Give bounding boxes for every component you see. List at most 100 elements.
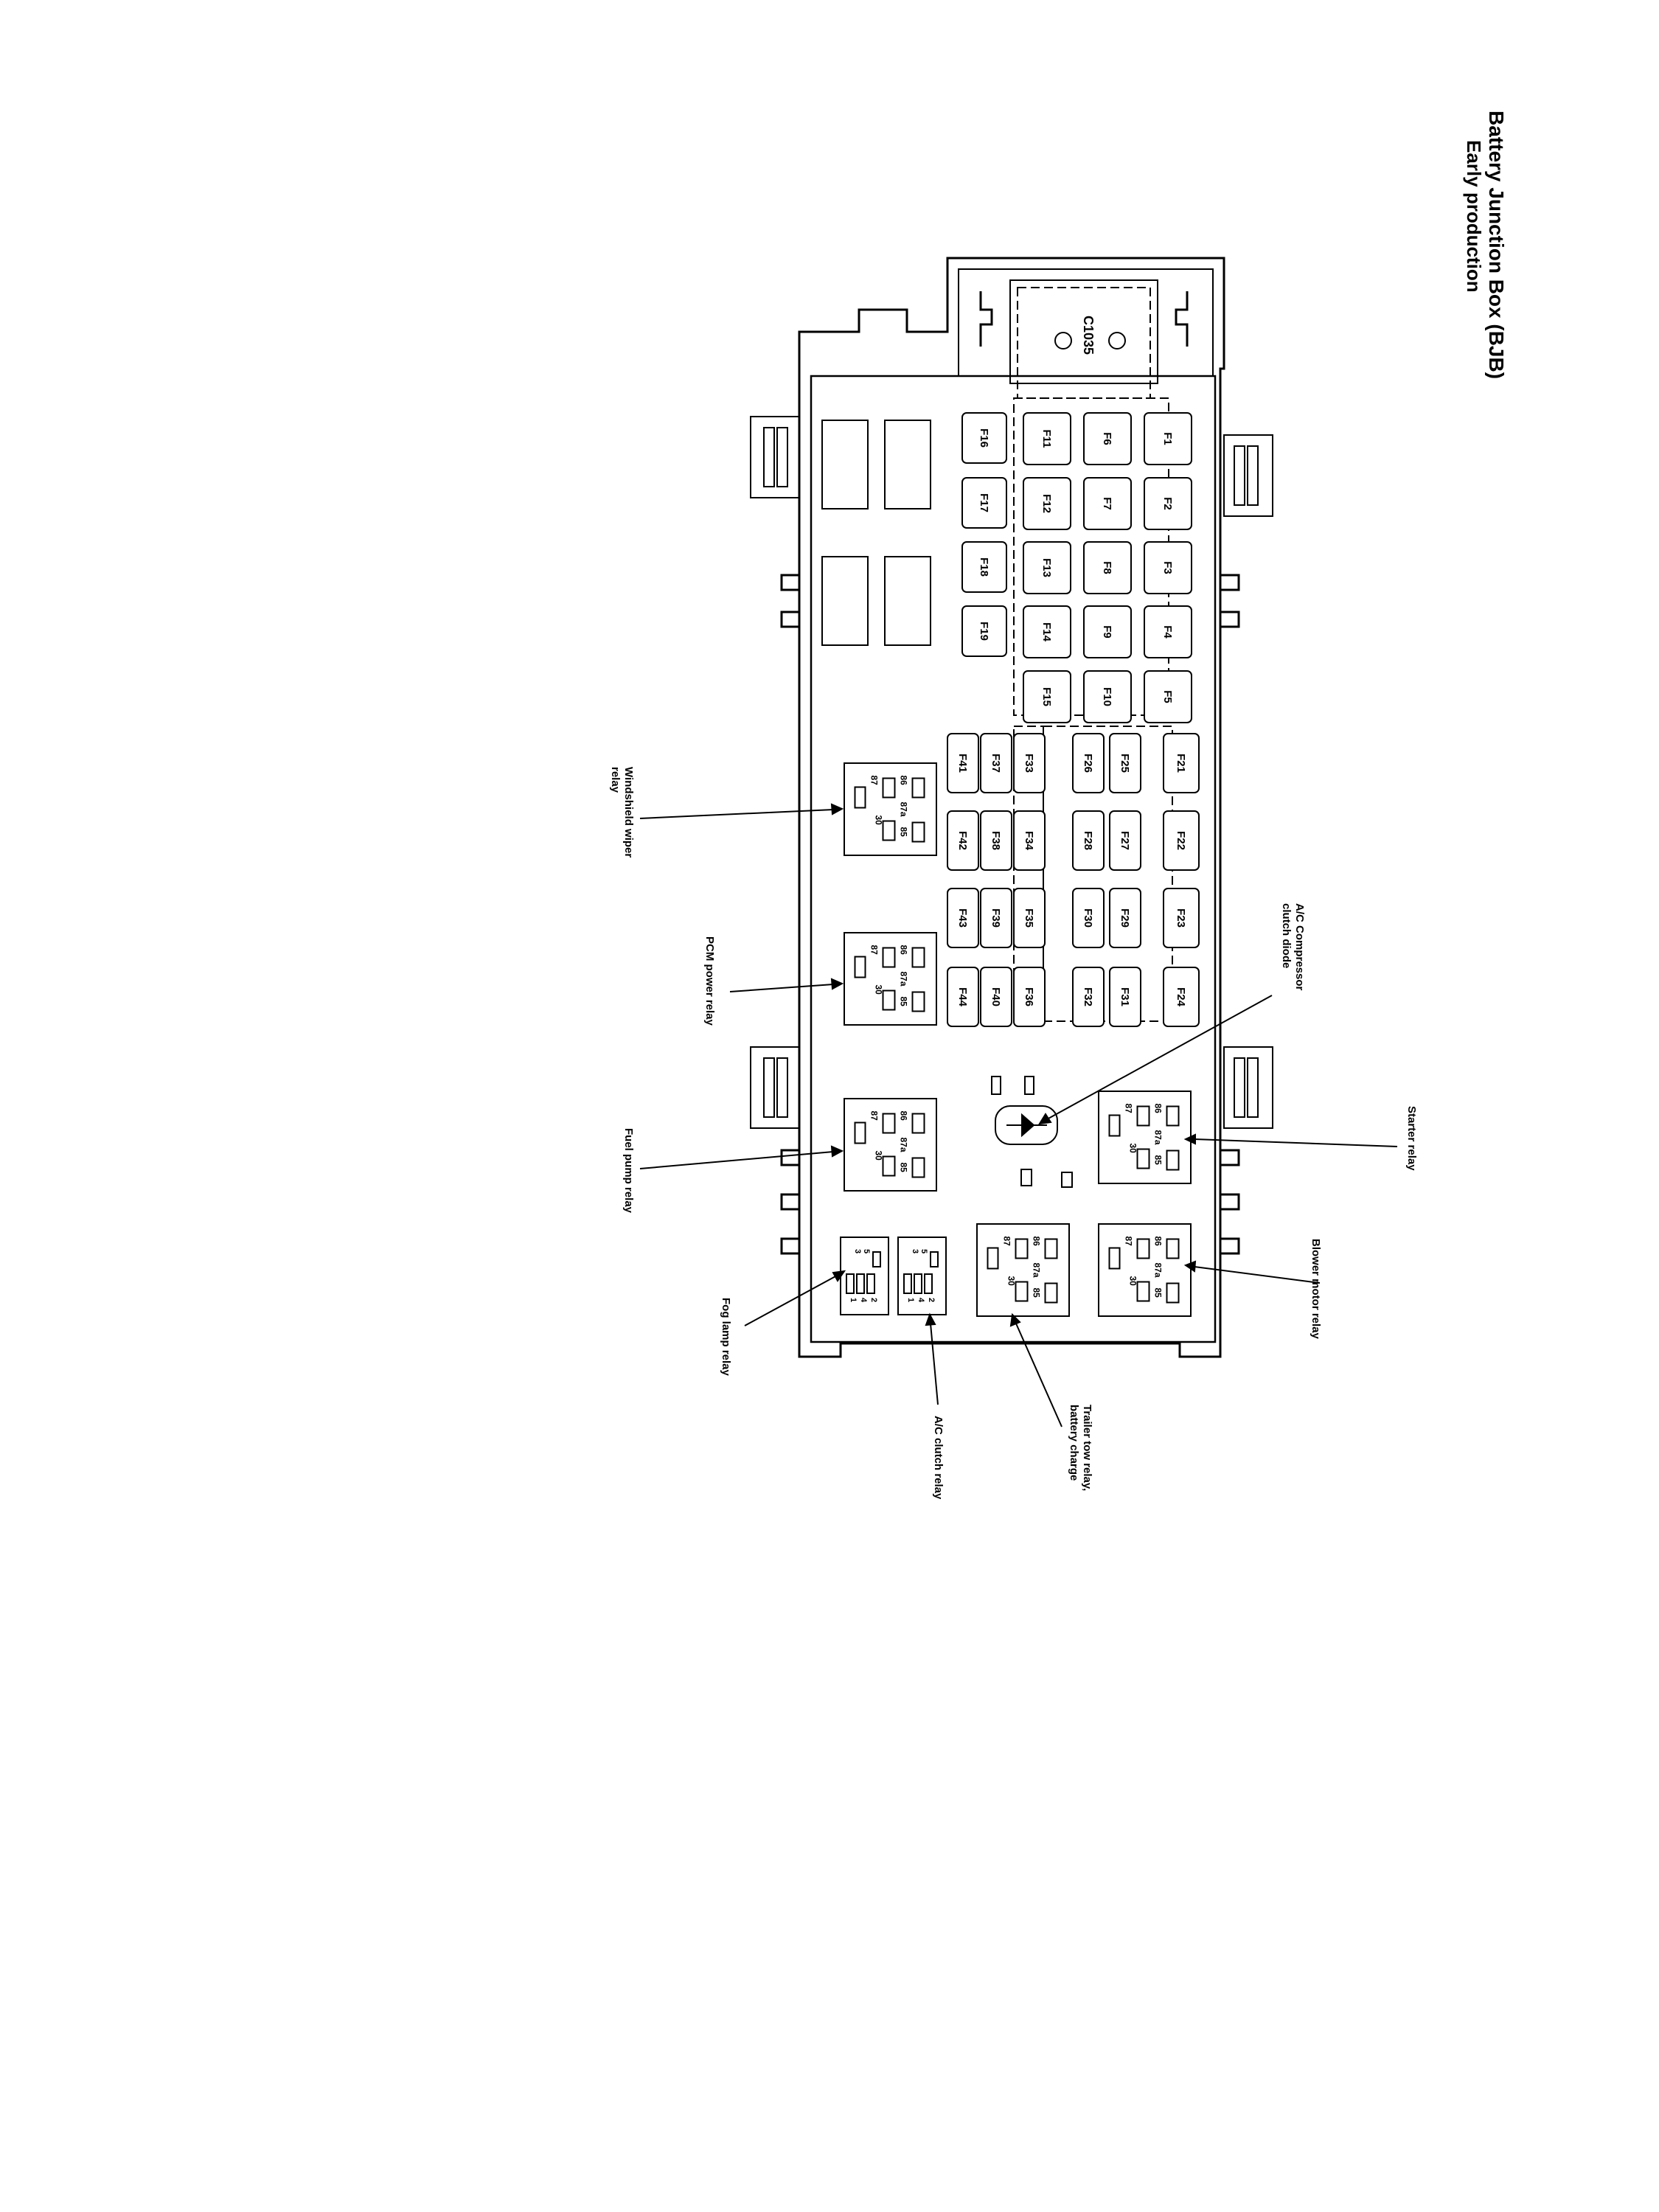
relay-terminal <box>854 956 866 978</box>
svg-text:Windshield wiper: Windshield wiper <box>622 767 635 858</box>
relay-pin-label: 3 <box>911 1249 919 1253</box>
fuse-body <box>1163 733 1200 793</box>
fuse-f16: F16 <box>961 412 1007 464</box>
svg-text:Fuel pump relay: Fuel pump relay <box>622 1128 635 1214</box>
relay-terminal <box>882 990 896 1011</box>
callout-labels: Windshield wiper relay PCM power relay F… <box>609 767 1418 1500</box>
svg-text:clutch diode: clutch diode <box>1280 903 1293 968</box>
relay-pin-label: 86 <box>1153 1237 1164 1247</box>
relay-pin-label: 2 <box>927 1298 936 1302</box>
relay-pin-label: 87a <box>899 1138 909 1152</box>
relay-pin-label: 30 <box>1006 1276 1017 1287</box>
relay-pin-label: 85 <box>1153 1155 1164 1166</box>
title-block: Battery Junction Box (BJB) Early product… <box>1463 111 1508 379</box>
relay-terminal <box>911 1157 925 1178</box>
fuse-f4: F4 <box>1144 605 1192 658</box>
fuse-body <box>1109 888 1141 948</box>
relay-terminal <box>914 1273 922 1294</box>
relay-terminal <box>1136 1281 1150 1302</box>
windshield-wiper-relay-label: Windshield wiper relay <box>609 767 635 858</box>
relay-pin-label: 87 <box>869 945 880 956</box>
fuse-f22: F22 <box>1163 810 1200 871</box>
relay-pin-label: 5 <box>862 1249 871 1253</box>
ac-compressor-diode-label: A/C Compressor clutch diode <box>1280 903 1306 991</box>
fuse-label: F23 <box>1175 908 1187 928</box>
fuse-body <box>947 810 979 871</box>
fuse-body <box>1013 733 1046 793</box>
fuse-body <box>1144 412 1192 465</box>
fuse-label: F44 <box>956 987 969 1007</box>
fuse-body <box>1163 810 1200 871</box>
fuse-label: F26 <box>1082 754 1094 773</box>
fuse-f3: F3 <box>1144 541 1192 594</box>
relay-pin-label: 86 <box>899 1111 909 1121</box>
relay-pin-label: 85 <box>899 997 909 1007</box>
fuse-f21: F21 <box>1163 733 1200 793</box>
relay-terminal <box>911 821 925 843</box>
fuse-f39: F39 <box>980 888 1012 948</box>
diagram-title: Battery Junction Box (BJB) <box>1485 111 1508 379</box>
fuse-body <box>1144 477 1192 530</box>
relay-terminal <box>1015 1238 1029 1259</box>
fuse-label: F1 <box>1161 432 1174 445</box>
relay-pin-label: 4 <box>917 1298 925 1303</box>
starter-relay-label: Starter relay <box>1405 1106 1418 1171</box>
fuse-label: F24 <box>1175 987 1187 1007</box>
fuse-f7: F7 <box>1083 477 1132 530</box>
fuse-label: F8 <box>1101 561 1113 574</box>
fuse-f25: F25 <box>1109 733 1141 793</box>
relay-terminal <box>1166 1105 1180 1127</box>
fuse-body <box>1144 670 1192 723</box>
fuse-body <box>980 967 1012 1027</box>
fuse-label: F41 <box>956 754 969 773</box>
fuse-f41: F41 <box>947 733 979 793</box>
fuse-body <box>1083 541 1132 594</box>
fuse-label: F15 <box>1040 687 1053 706</box>
relay-pin-label: 87a <box>899 972 909 987</box>
fuse-label: F4 <box>1161 625 1174 639</box>
fuse-f43: F43 <box>947 888 979 948</box>
relay-terminal <box>1108 1114 1121 1137</box>
relay-terminal <box>882 820 896 841</box>
relay-pin-label: 30 <box>1128 1144 1138 1154</box>
relay-pin-label: 87 <box>1002 1237 1012 1247</box>
fuse-f10: F10 <box>1083 670 1132 723</box>
relay-terminal <box>882 947 896 968</box>
svg-text:Blower motor relay: Blower motor relay <box>1310 1239 1322 1340</box>
relay-pin-label: 5 <box>919 1249 928 1253</box>
fuse-f34: F34 <box>1013 810 1046 871</box>
fuse-body <box>1013 888 1046 948</box>
relay-pin-label: 85 <box>1153 1288 1164 1298</box>
diagram-subtitle: Early production <box>1463 140 1485 293</box>
fuse-body <box>1109 967 1141 1027</box>
fuse-f19: F19 <box>961 605 1007 657</box>
fuse-body <box>1072 888 1105 948</box>
fuse-body <box>1144 541 1192 594</box>
fuse-f23: F23 <box>1163 888 1200 948</box>
relay-terminal <box>1166 1150 1180 1171</box>
fuse-f38: F38 <box>980 810 1012 871</box>
relay-pin-label: 85 <box>899 827 909 838</box>
fuse-label: F13 <box>1040 558 1053 577</box>
connector-label: C1035 <box>1081 316 1096 355</box>
fuse-body <box>1083 412 1132 465</box>
svg-text:Starter relay: Starter relay <box>1405 1106 1418 1171</box>
fuse-f26: F26 <box>1072 733 1105 793</box>
fuse-f8: F8 <box>1083 541 1132 594</box>
fuse-label: F36 <box>1023 987 1035 1006</box>
fuse-label: F40 <box>990 987 1002 1006</box>
relay-terminal <box>1136 1148 1150 1169</box>
fuse-label: F21 <box>1175 754 1187 773</box>
fuse-f18: F18 <box>961 541 1007 593</box>
fuse-label: F7 <box>1101 497 1113 510</box>
relay-terminal <box>1044 1282 1058 1304</box>
fuse-label: F43 <box>956 908 969 928</box>
fuse-label: F30 <box>1082 908 1094 928</box>
svg-text:A/C Compressor: A/C Compressor <box>1293 903 1306 991</box>
fuse-f1: F1 <box>1144 412 1192 465</box>
fuse-f37: F37 <box>980 733 1012 793</box>
fuse-label: F31 <box>1119 987 1131 1006</box>
